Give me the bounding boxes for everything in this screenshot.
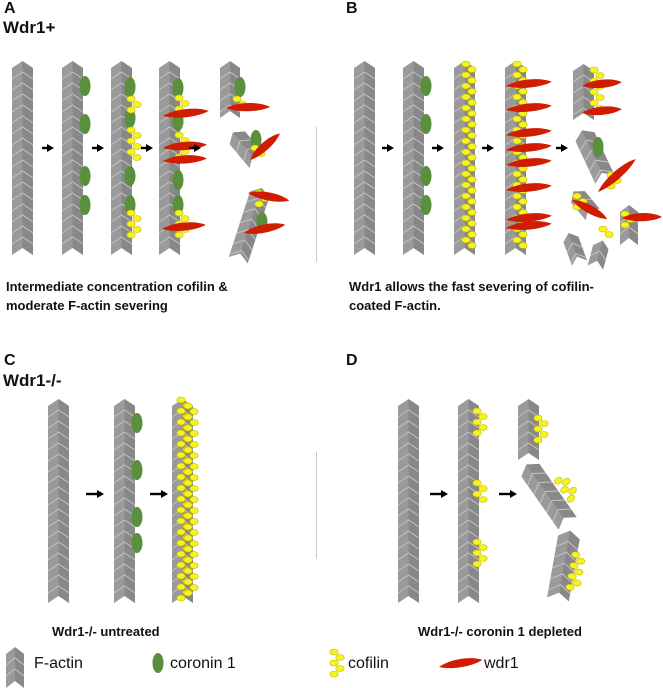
- cofilin-a3-1: [126, 95, 142, 114]
- coronin-a4-2: [172, 170, 184, 190]
- arrow-a2: [92, 144, 104, 152]
- legend-coronin-icon: [152, 653, 164, 673]
- coronin-b2-0: [420, 76, 432, 96]
- coronin-b2-1: [420, 114, 432, 134]
- wdr1-b5-3: [598, 159, 636, 192]
- actin-filament-b2: [402, 61, 425, 255]
- divider-cd: [316, 452, 317, 559]
- coronin-c2-3: [131, 533, 143, 553]
- wdr1-b4-5: [506, 183, 552, 192]
- legend-wdr1-icon: [439, 658, 483, 669]
- arrow-a4: [189, 144, 201, 152]
- legend-cofilin-label: cofilin: [348, 655, 389, 672]
- coronin-c2-0: [131, 413, 143, 433]
- legend-factin-icon: [5, 647, 25, 688]
- arrow-a3: [141, 144, 153, 152]
- arrow-b1: [382, 144, 394, 152]
- actin-filament-c1: [47, 399, 70, 603]
- legend-coronin-label: coronin 1: [170, 655, 236, 672]
- cofilin-a3-3: [126, 209, 142, 239]
- panel-c-caption: Wdr1-/- untreated: [52, 624, 160, 639]
- cofilin-d3-2: [554, 476, 577, 503]
- wdr1-b4-2: [506, 128, 552, 137]
- wdr1-b4-6: [506, 213, 552, 222]
- panel-d-caption: Wdr1-/- coronin 1 depleted: [418, 624, 582, 639]
- cofilin-b3: [461, 60, 477, 249]
- coronin-a3-0: [124, 77, 136, 97]
- wdr1-a4-1: [163, 108, 209, 118]
- cofilin-d2-3: [472, 538, 488, 568]
- panel-a-letter: A: [4, 0, 16, 17]
- cofilin-d3-3: [565, 551, 586, 591]
- cofilin-d3-1: [533, 414, 549, 444]
- coronin-a2-3: [79, 195, 91, 215]
- actin-fragment-b5-6: [587, 240, 609, 270]
- actin-filament-a1: [11, 61, 34, 255]
- coronin-b2-2: [420, 166, 432, 186]
- cofilin-a3-2: [126, 126, 142, 161]
- arrow-c1: [86, 490, 104, 498]
- panel-c-letter: C: [4, 352, 16, 369]
- legend-wdr1-label: wdr1: [484, 655, 519, 672]
- cofilin-c3-b: [183, 402, 199, 597]
- actin-fragment-d3-2: [521, 463, 577, 530]
- panel-b-letter: B: [346, 0, 358, 17]
- coronin-c2-1: [131, 460, 143, 480]
- arrow-c2: [150, 490, 168, 498]
- legend-cofilin-icon: [329, 648, 345, 678]
- coronin-a2-0: [79, 76, 91, 96]
- wdr1-b5-2: [582, 106, 622, 116]
- wdr1-a4-3: [163, 155, 207, 164]
- panel-c-genotype: Wdr1-/-: [3, 371, 62, 390]
- actin-filament-b1: [353, 61, 376, 255]
- wdr1-b5-4: [572, 199, 608, 220]
- actin-fragment-d3-1: [517, 399, 540, 460]
- arrow-b2: [432, 144, 444, 152]
- actin-filament-c2: [113, 399, 136, 603]
- wdr1-a5-4: [244, 223, 286, 234]
- coronin-a2-2: [79, 166, 91, 186]
- actin-filament-d1: [397, 399, 420, 603]
- coronin-c2-2: [131, 507, 143, 527]
- wdr1-a5-3: [248, 191, 290, 202]
- coronin-a5-1: [234, 77, 246, 97]
- wdr1-a5-1: [226, 103, 270, 112]
- coronin-a4-0: [172, 78, 184, 98]
- actin-fragment-b5-1: [572, 64, 595, 120]
- wdr1-b4-0: [506, 79, 552, 88]
- wdr1-b5-5: [622, 213, 662, 222]
- wdr1-a4-4: [162, 222, 206, 232]
- arrow-a1: [42, 144, 54, 152]
- coronin-b2-3: [420, 195, 432, 215]
- actin-fragment-d3-3: [547, 530, 580, 602]
- arrow-b4: [556, 144, 568, 152]
- panel-d-letter: D: [346, 352, 358, 369]
- panel-a-genotype: Wdr1+: [3, 18, 56, 37]
- wdr1-b4-3: [506, 143, 552, 152]
- wdr1-b5-1: [582, 79, 622, 89]
- cofilin-a4-1: [174, 94, 190, 113]
- actin-filament-d2: [457, 399, 480, 603]
- wdr1-a5-2: [250, 133, 280, 160]
- panel-b-caption: Wdr1 allows the fast severing of cofilin…: [349, 279, 594, 313]
- coronin-b5-1: [592, 137, 604, 157]
- cofilin-d2-1: [472, 407, 488, 437]
- actin-fragment-b5-5: [563, 232, 587, 266]
- legend-factin-label: F-actin: [34, 655, 83, 672]
- cofilin-d2-2: [472, 479, 488, 503]
- arrow-b3: [482, 144, 494, 152]
- panel-a-caption: Intermediate concentration cofilin & mod…: [6, 279, 228, 313]
- wdr1-b4-4: [506, 158, 552, 167]
- coronin-a2-1: [79, 114, 91, 134]
- coronin-a3-2: [124, 166, 136, 186]
- actin-filament-a2: [61, 61, 84, 255]
- wdr1-b4-7: [506, 221, 552, 230]
- wdr1-b4-1: [506, 103, 552, 112]
- cofilin-b5-4: [598, 225, 614, 238]
- arrow-d1: [430, 490, 448, 498]
- divider-ab: [316, 127, 317, 262]
- arrow-d2: [499, 490, 517, 498]
